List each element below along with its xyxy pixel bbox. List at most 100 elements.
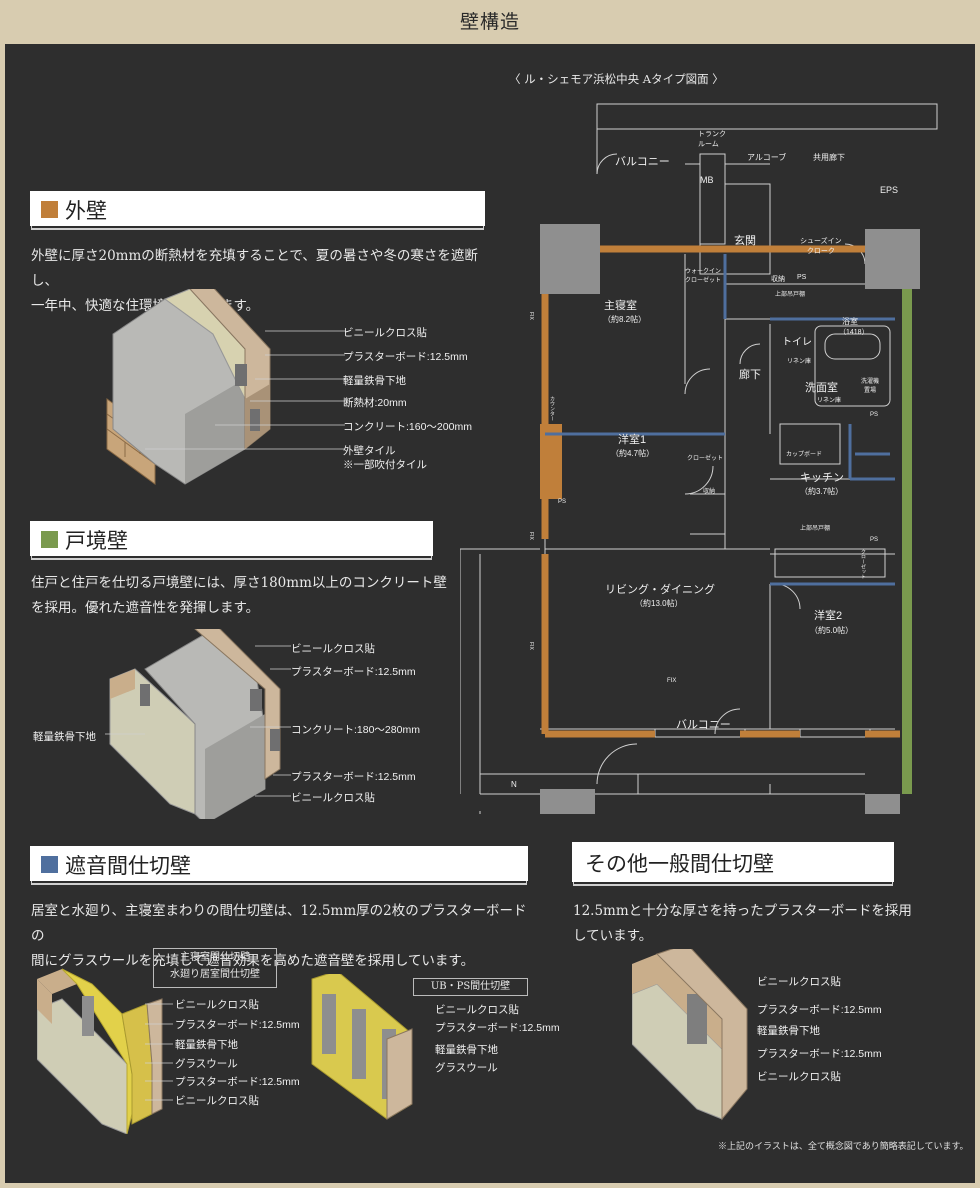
- footnote: ※上記のイラストは、全て概念図であり簡略表記しています。: [718, 1142, 969, 1152]
- sound1-label-3: 軽量鉄骨下地: [175, 1039, 238, 1051]
- sound2-label-3: 軽量鉄骨下地: [435, 1044, 498, 1056]
- exterior-label-4: 断熱材:20mm: [343, 397, 407, 409]
- sound-tag-1-line-1: 主寝室間仕切壁: [180, 952, 250, 963]
- plan-toilet: トイレ: [782, 337, 812, 348]
- boundary-label-3: コンクリート:180〜280mm: [291, 724, 420, 736]
- boundary-wall-diagram: [105, 629, 291, 819]
- plan-walkin: ウォークイン クローゼット: [685, 269, 722, 284]
- sound1-label-5: プラスターボード:12.5mm: [175, 1076, 300, 1088]
- plan-living-size: （約13.0帖）: [635, 599, 683, 608]
- plan-title: 〈 ル・シェモア浜松中央 Aタイプ図面 〉: [509, 72, 724, 86]
- plan-bath: 浴室: [842, 317, 858, 326]
- plan-bath-size: （1418）: [839, 329, 869, 336]
- plan-cupboard: カップボード: [786, 452, 823, 458]
- heading-sound: 遮音間仕切壁: [31, 847, 527, 880]
- sound-wall-diagram-1: [37, 968, 163, 1134]
- boundary-label-1: ビニールクロス貼: [291, 643, 375, 655]
- general-description: 12.5mmと十分な厚さを持ったプラスターボードを採用 しています。: [573, 899, 933, 949]
- plan-storage-2: 収納: [703, 489, 716, 495]
- exterior-label-3: 軽量鉄骨下地: [343, 375, 406, 387]
- exterior-color-square: [41, 201, 58, 218]
- exterior-label-5: コンクリート:160〜200mm: [343, 421, 472, 433]
- sound-color-square: [41, 856, 58, 873]
- plan-hall: 廊下: [739, 369, 761, 381]
- plan-closet-2: クローゼット: [860, 549, 866, 579]
- general-label-2: プラスターボード:12.5mm: [757, 1004, 882, 1016]
- plan-ps-2: PS: [870, 537, 879, 543]
- exterior-text-line-1: 外壁に厚さ20mmの断熱材を充填することで、夏の暑さや冬の寒さを遮断し、: [31, 248, 478, 289]
- general-text-line-1: 12.5mmと十分な厚さを持ったプラスターボードを採用: [573, 903, 912, 919]
- exterior-label-2: プラスターボード:12.5mm: [343, 351, 468, 363]
- plan-entrance: 玄関: [734, 235, 756, 247]
- content-panel: 外壁 外壁に厚さ20mmの断熱材を充填することで、夏の暑さや冬の寒さを遮断し、 …: [5, 44, 975, 1183]
- plan-fix: FIX: [667, 678, 677, 684]
- boundary-description: 住戸と住戸を仕切る戸境壁には、厚さ180mm以上のコンクリート壁 を採用。優れた…: [31, 571, 471, 621]
- plan-mb: MB: [700, 175, 714, 185]
- boundary-label-4: プラスターボード:12.5mm: [291, 771, 416, 783]
- plan-west2-size: （約5.0帖）: [810, 626, 854, 635]
- plan-balcony-bottom: バルコニー: [676, 719, 731, 731]
- boundary-left-label: 軽量鉄骨下地: [33, 731, 96, 743]
- plan-shoes: シューズイン クローク: [800, 238, 842, 255]
- plan-kitchen: キッチン: [800, 472, 844, 484]
- general-label-5: ビニールクロス貼: [757, 1071, 841, 1083]
- plan-eps: EPS: [880, 185, 899, 195]
- general-label-4: プラスターボード:12.5mm: [757, 1048, 882, 1060]
- heading-general: その他一般間仕切壁: [573, 843, 893, 881]
- sound2-label-1: ビニールクロス貼: [435, 1004, 519, 1016]
- plan-washer: 洗濯機 置場: [861, 379, 880, 394]
- general-wall-diagram: [632, 949, 748, 1121]
- exterior-label-6: 外壁タイル: [343, 445, 396, 457]
- plan-ps-3: PS: [870, 412, 879, 418]
- plan-closet: クローゼット: [687, 456, 724, 462]
- plan-linen2: リネン庫: [817, 398, 842, 404]
- plan-alcove: アルコーブ: [747, 153, 787, 162]
- sound1-label-6: ビニールクロス貼: [175, 1095, 259, 1107]
- sound-text-line-2: 間にグラスウールを充填して遮音効果を高めた遮音壁を採用しています。: [31, 953, 475, 969]
- plan-fix-3: FIX: [528, 532, 534, 540]
- sound-wall-diagram-2: [311, 974, 413, 1120]
- sound1-label-4: グラスウール: [175, 1058, 238, 1070]
- plan-trunk: トランク ルーム: [698, 131, 726, 148]
- exterior-label-7: ※一部吹付タイル: [343, 459, 427, 471]
- boundary-text-line-2: を採用。優れた遮音性を発揮します。: [31, 600, 260, 616]
- sound2-label-4: グラスウール: [435, 1062, 498, 1074]
- plan-washroom: 洗面室: [805, 382, 838, 394]
- sound-description: 居室と水廻り、主寝室まわりの間仕切壁は、12.5mm厚の2枚のプラスターボードの…: [31, 899, 531, 974]
- plan-master-size: （約8.2帖）: [603, 315, 647, 324]
- plan-fix-4: FIX: [528, 642, 534, 650]
- plan-west1: 洋室1: [618, 434, 647, 446]
- floor-plan: [460, 103, 938, 814]
- sound-tag-1: 主寝室間仕切壁 水廻り居室間仕切壁: [153, 948, 277, 988]
- boundary-label-2: プラスターボード:12.5mm: [291, 666, 416, 678]
- plan-living: リビング・ダイニング: [605, 584, 715, 596]
- exterior-wall-diagram: [106, 289, 345, 485]
- plan-corridor-shared: 共用廊下: [813, 153, 845, 162]
- sound1-label-1: ビニールクロス貼: [175, 999, 259, 1011]
- general-label-1: ビニールクロス貼: [757, 976, 841, 988]
- plan-balcony-top: バルコニー: [615, 156, 670, 168]
- plan-master: 主寝室: [604, 300, 637, 312]
- sound-tag-1-line-2: 水廻り居室間仕切壁: [170, 969, 260, 980]
- heading-sound-label: 遮音間仕切壁: [65, 854, 191, 878]
- boundary-color-square: [41, 531, 58, 548]
- sound1-label-2: プラスターボード:12.5mm: [175, 1019, 300, 1031]
- sound2-label-2: プラスターボード:12.5mm: [435, 1022, 560, 1034]
- boundary-label-5: ビニールクロス貼: [291, 792, 375, 804]
- sound1-leader-lines: [145, 1003, 173, 1101]
- plan-storage: 収納: [771, 276, 785, 283]
- heading-general-label: その他一般間仕切壁: [585, 852, 774, 876]
- plan-ps: PS: [797, 274, 807, 281]
- heading-exterior-label: 外壁: [65, 199, 107, 223]
- plan-kitchen-size: （約3.7帖）: [800, 487, 844, 496]
- boundary-text-line-1: 住戸と住戸を仕切る戸境壁には、厚さ180mm以上のコンクリート壁: [31, 575, 447, 591]
- heading-exterior: 外壁: [31, 192, 484, 225]
- plan-compass-n: N: [511, 780, 517, 789]
- plan-fix-2: FIX: [528, 312, 534, 320]
- plan-counter: カウンター: [549, 396, 555, 421]
- plan-ps-4: PS: [558, 499, 567, 505]
- page-title: 壁構造: [0, 0, 980, 44]
- exterior-label-1: ビニールクロス貼: [343, 327, 427, 339]
- plan-upper-shelf-2: 上部吊戸棚: [800, 526, 831, 532]
- plan-linen: リネン庫: [787, 359, 812, 365]
